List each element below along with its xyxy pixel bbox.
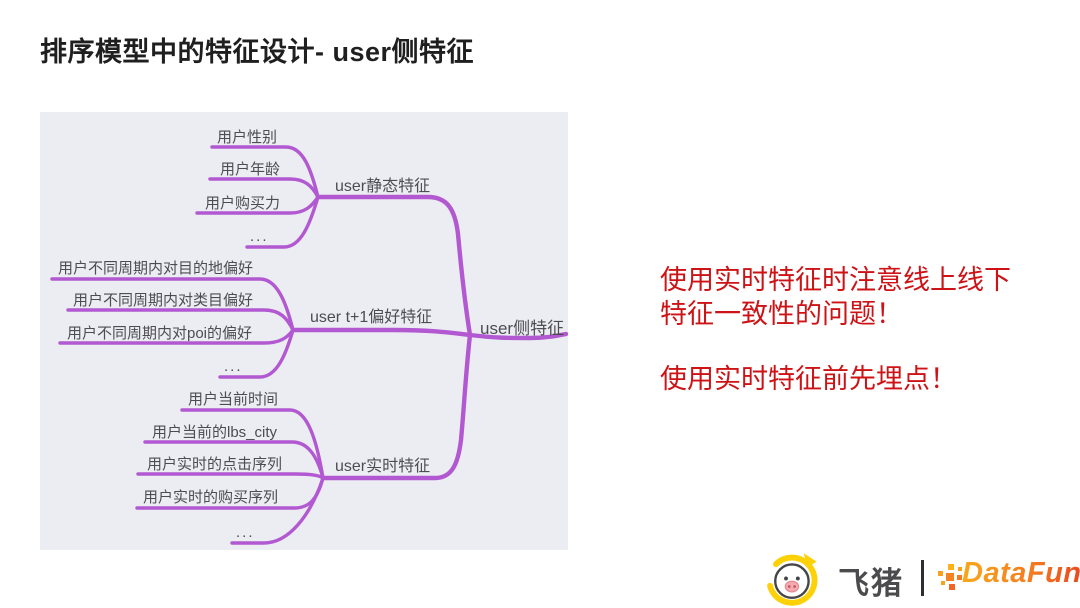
- leaf-label: 用户年龄: [220, 161, 280, 178]
- footer: 飞猪 DataFun.: [0, 545, 1080, 608]
- logo-divider: [921, 560, 924, 596]
- leaf-label: 用户性别: [217, 129, 277, 146]
- leaf-label: 用户实时的点击序列: [147, 456, 282, 473]
- leaf-label: 用户当前的lbs_city: [152, 424, 278, 441]
- branch-label-static: user静态特征: [335, 177, 430, 195]
- branch-label-t1-preference: user t+1偏好特征: [310, 308, 432, 326]
- leaf-label: 用户当前时间: [188, 391, 278, 408]
- leaf-label: 用户不同周期内对目的地偏好: [58, 260, 253, 277]
- fliggy-pig-icon: [767, 553, 818, 606]
- page-title: 排序模型中的特征设计- user侧特征: [40, 37, 475, 67]
- mindmap-diagram: user侧特征 user静态特征 user t+1偏好特征 user实时特征 用…: [50, 129, 568, 545]
- leaf-label-ellipsis: ...: [224, 358, 243, 375]
- mindmap-labels: user侧特征 user静态特征 user t+1偏好特征 user实时特征 用…: [58, 129, 564, 541]
- branch-label-realtime: user实时特征: [335, 457, 430, 475]
- leaf-label-ellipsis: ...: [236, 524, 255, 541]
- fliggy-wordmark: 飞猪: [838, 566, 904, 601]
- leaf-label-ellipsis: ...: [250, 228, 269, 245]
- mindmap-panel: user侧特征 user静态特征 user t+1偏好特征 user实时特征 用…: [40, 112, 568, 550]
- leaf-label: 用户实时的购买序列: [143, 489, 278, 506]
- leaf-label: 用户不同周期内对类目偏好: [73, 292, 253, 309]
- leaf-label: 用户购买力: [205, 195, 280, 212]
- callout-note: 使用实时特征时注意线上线下特征一致性的问题！ 使用实时特征前先埋点！: [660, 263, 1035, 396]
- callout-line-consistency: 使用实时特征时注意线上线下特征一致性的问题！: [660, 265, 1011, 329]
- callout-instrumentation: 使用实时特征前先埋点！: [660, 364, 957, 394]
- datafun-mosaic-icon: [938, 564, 962, 590]
- mindmap-connectors: [50, 145, 568, 545]
- mindmap-root-label: user侧特征: [480, 319, 564, 338]
- leaf-label: 用户不同周期内对poi的偏好: [67, 325, 252, 342]
- datafun-wordmark: DataFun.: [962, 557, 1080, 590]
